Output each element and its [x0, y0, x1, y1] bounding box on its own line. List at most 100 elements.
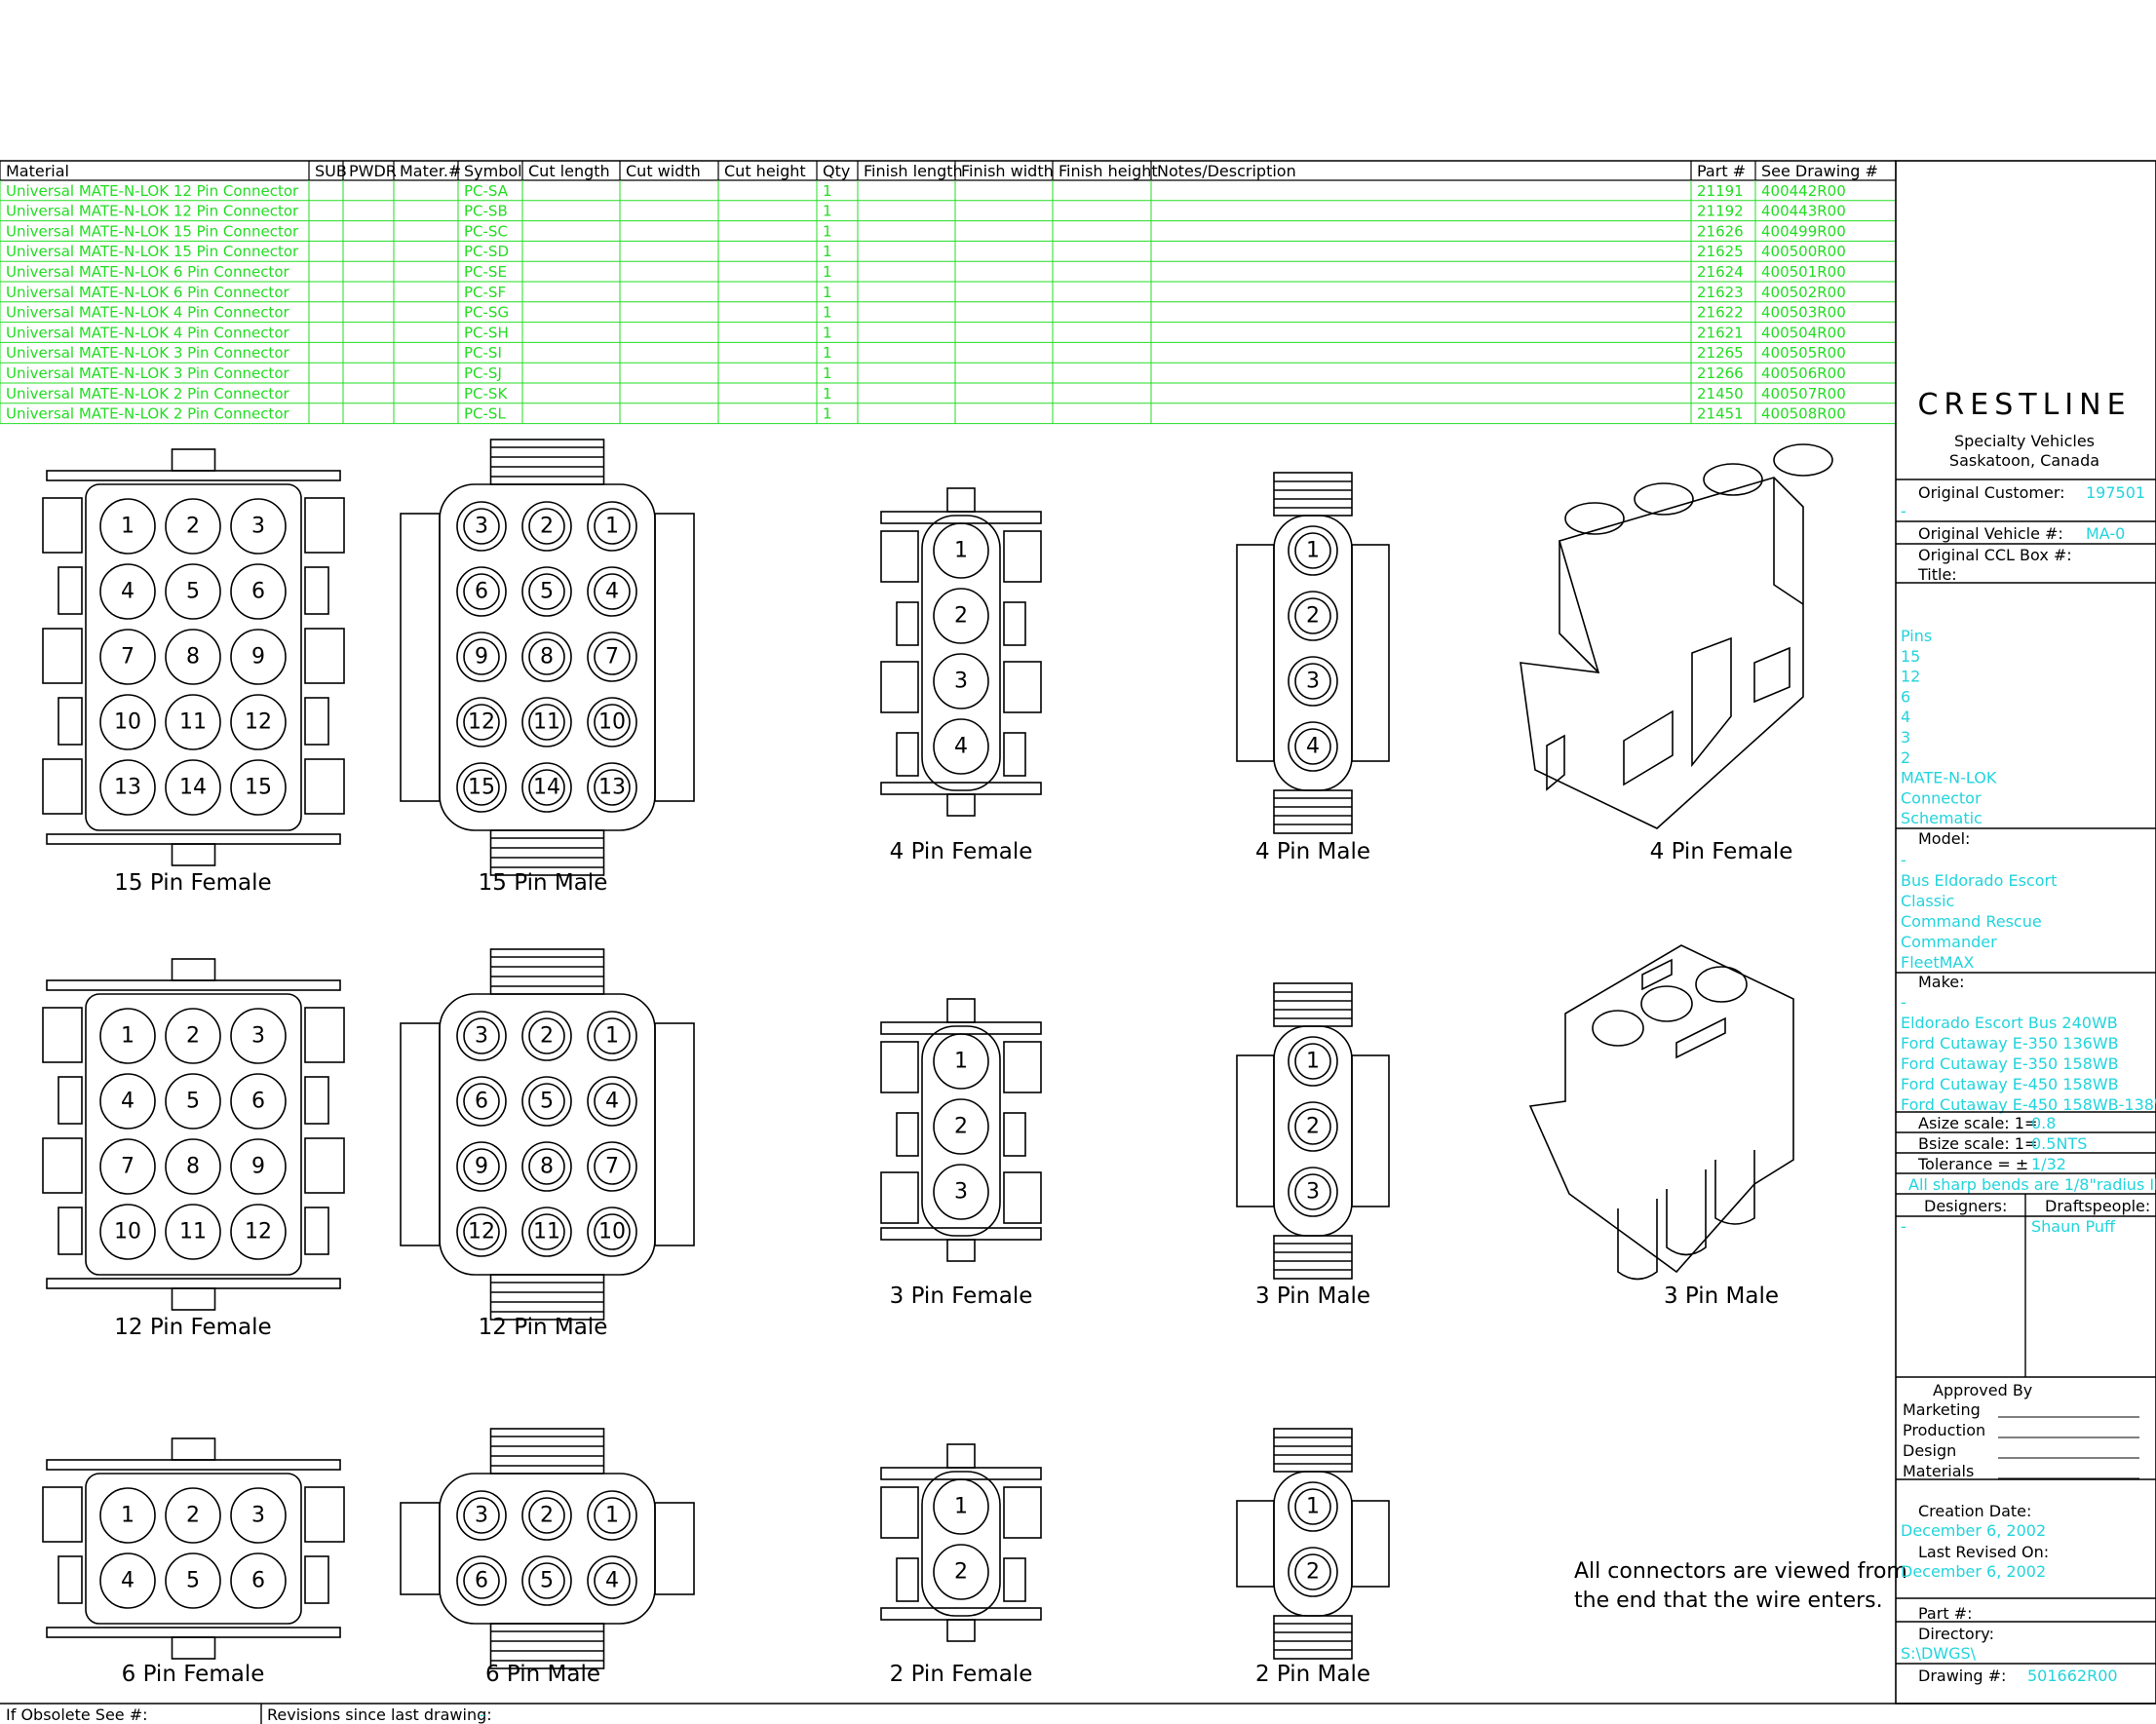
side-rib: [304, 566, 329, 615]
pin-number: 12: [245, 1220, 272, 1245]
pin-circle: [463, 1497, 500, 1534]
bom-part-cell: 21624: [1697, 263, 1744, 281]
pin-number: 2: [954, 1115, 968, 1139]
side-wing: [400, 1502, 441, 1595]
pin-cavity: [521, 1141, 572, 1192]
side-wing: [1236, 1054, 1275, 1207]
side-latch: [304, 758, 345, 815]
company-name: Specialty Vehicles: [1954, 432, 2095, 450]
bom-part-cell: 21622: [1697, 304, 1744, 322]
model-line: Classic: [1901, 892, 1954, 910]
make-line: Ford Cutaway E-350 136WB: [1901, 1034, 2119, 1053]
pin-cavity: [521, 566, 572, 617]
key: [946, 793, 976, 817]
pin-cavity: [456, 1141, 507, 1192]
side-latch: [880, 1041, 919, 1093]
pin-number: 7: [121, 1155, 135, 1179]
bom-column-header: Part #: [1697, 162, 1746, 180]
pin-circle: [165, 498, 221, 555]
asize-value: 0.8: [2031, 1114, 2056, 1132]
pin-number: 2: [954, 604, 968, 629]
pin-cavity: [587, 1141, 637, 1192]
bom-drawing-cell: 400504R00: [1761, 324, 1846, 341]
side-latch: [304, 1486, 345, 1543]
bom-column-header: Mater.#: [400, 162, 461, 180]
pin-circle: [230, 629, 287, 685]
bom-material-cell: Universal MATE-N-LOK 2 Pin Connector: [6, 405, 289, 423]
iso-edge: [1559, 478, 1804, 673]
pin-circle: [165, 629, 221, 685]
bom-column-header: Cut height: [724, 162, 806, 180]
pin-number: 3: [1306, 1180, 1320, 1205]
iso-body: [1528, 944, 1794, 1274]
pin-circle: [463, 1213, 500, 1250]
side-wing: [654, 1022, 695, 1246]
pin-number: 2: [540, 1024, 554, 1049]
pin-number: 3: [475, 1024, 488, 1049]
side-rib: [58, 1076, 83, 1125]
revisions-label: Revisions since last drawing:: [267, 1705, 492, 1724]
pin-cavity: [587, 501, 637, 552]
pin-number: 1: [1306, 539, 1320, 563]
pin-cavity: [521, 1490, 572, 1541]
connector-caption: 4 Pin Female: [1650, 839, 1793, 864]
pin-number: 14: [533, 776, 560, 800]
flange: [46, 470, 341, 481]
bottom-shroud: [489, 829, 605, 876]
title-line: Schematic: [1901, 809, 1983, 827]
pin-circle: [99, 694, 156, 750]
side-rib: [304, 1555, 329, 1604]
pin-number: 3: [954, 670, 968, 694]
pin-cavity: [456, 1207, 507, 1257]
pin-cavity: [456, 1555, 507, 1606]
bom-symbol-cell: PC-SA: [464, 182, 509, 200]
top-shroud: [1273, 982, 1353, 1027]
bom-drawing-cell: 400501R00: [1761, 263, 1846, 281]
pin-cavity: [521, 1555, 572, 1606]
model-line: Command Rescue: [1901, 912, 2042, 931]
side-wing: [400, 1022, 441, 1246]
pin-circle: [594, 1497, 631, 1534]
title-line: 6: [1901, 687, 1910, 706]
pin-number: 3: [251, 1504, 265, 1528]
pin-circle: [230, 694, 287, 750]
pin-cavity: [1288, 1167, 1338, 1217]
pin-circle: [933, 588, 989, 644]
isometric-4-pin-female: [1520, 443, 1833, 829]
pin-number: 7: [605, 645, 619, 670]
bom-qty-cell: 1: [823, 222, 832, 240]
polarizing-key: [171, 1437, 216, 1461]
pin-circle: [165, 1552, 221, 1609]
make-line: Ford Cutaway E-450 158WB-138WB: [1901, 1095, 2156, 1114]
key: [946, 1443, 976, 1469]
make-line: -: [1901, 993, 1906, 1012]
side-latch: [304, 1007, 345, 1063]
model-line: FleetMAX: [1901, 953, 1974, 972]
bom-column-header: Symbol: [464, 162, 522, 180]
title-label: Title:: [1917, 565, 1957, 584]
model-line: Bus Eldorado Escort: [1901, 871, 2057, 890]
pin-circle: [594, 1017, 631, 1054]
title-line: MATE-N-LOK: [1901, 769, 1997, 787]
pin-circle: [165, 694, 221, 750]
pin-circle: [99, 1138, 156, 1195]
make-line: Ford Cutaway E-350 158WB: [1901, 1054, 2119, 1073]
pin-circle: [230, 1138, 287, 1195]
original-customer-label: Original Customer:: [1918, 483, 2065, 502]
bom-material-cell: Universal MATE-N-LOK 15 Pin Connector: [6, 243, 299, 260]
key: [946, 1619, 976, 1642]
pin-cavity: [521, 632, 572, 682]
pin-number: 1: [954, 1495, 968, 1519]
bom-part-cell: 21265: [1697, 344, 1744, 362]
pin-circle: [528, 1083, 565, 1120]
title-block-text: Last Revised On:: [1918, 1543, 2049, 1561]
bom-symbol-cell: PC-SC: [464, 222, 508, 240]
pin-circle: [463, 638, 500, 675]
pin-cavity: [587, 697, 637, 747]
bom-part-cell: 21623: [1697, 284, 1744, 301]
pin-number: 1: [1306, 1495, 1320, 1519]
pin-number: 1: [121, 1504, 135, 1528]
pin-circle: [594, 508, 631, 545]
approved-label: Approved By: [1933, 1381, 2032, 1399]
